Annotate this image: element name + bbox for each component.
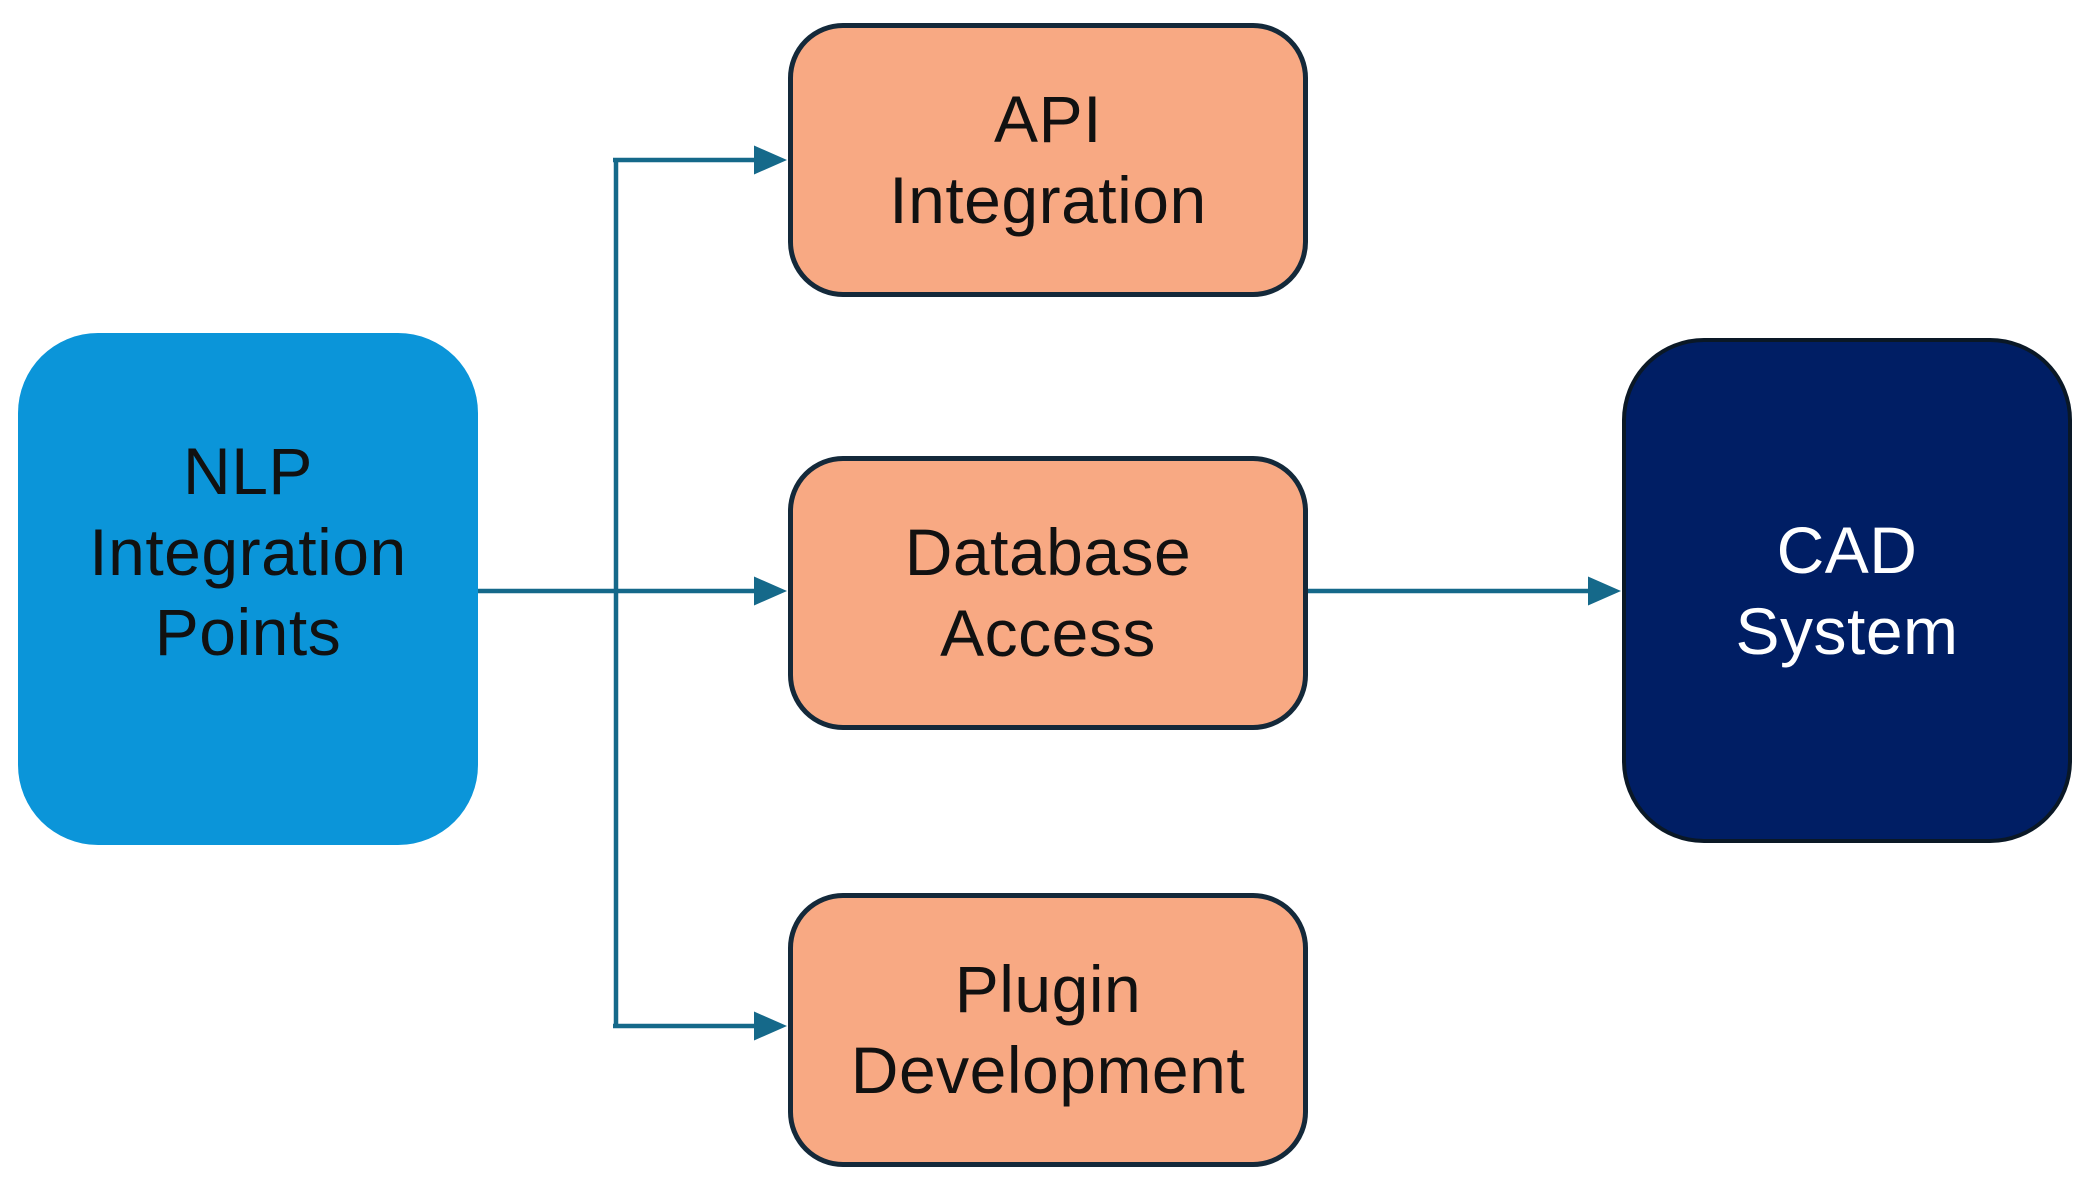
node-cad-system: CAD System xyxy=(1622,338,2072,843)
node-database-access: Database Access xyxy=(788,456,1308,730)
node-plugin-development: Plugin Development xyxy=(788,893,1308,1167)
node-api-integration: API Integration xyxy=(788,23,1308,297)
node-plugin-label: Plugin Development xyxy=(850,952,1246,1107)
edge-nlp-to-api-arrowhead xyxy=(754,145,787,175)
node-database-label: Database Access xyxy=(904,515,1192,670)
edge-nlp-to-plugin-arrowhead xyxy=(754,1011,787,1041)
node-api-label: API Integration xyxy=(889,82,1207,237)
edge-nlp-to-database-arrowhead xyxy=(754,576,787,606)
node-nlp-integration-points: NLP Integration Points xyxy=(18,333,478,845)
node-nlp-label: NLP Integration Points xyxy=(89,434,407,670)
edge-database-to-cad-arrowhead xyxy=(1588,576,1621,606)
node-cad-label: CAD System xyxy=(1735,512,1959,668)
